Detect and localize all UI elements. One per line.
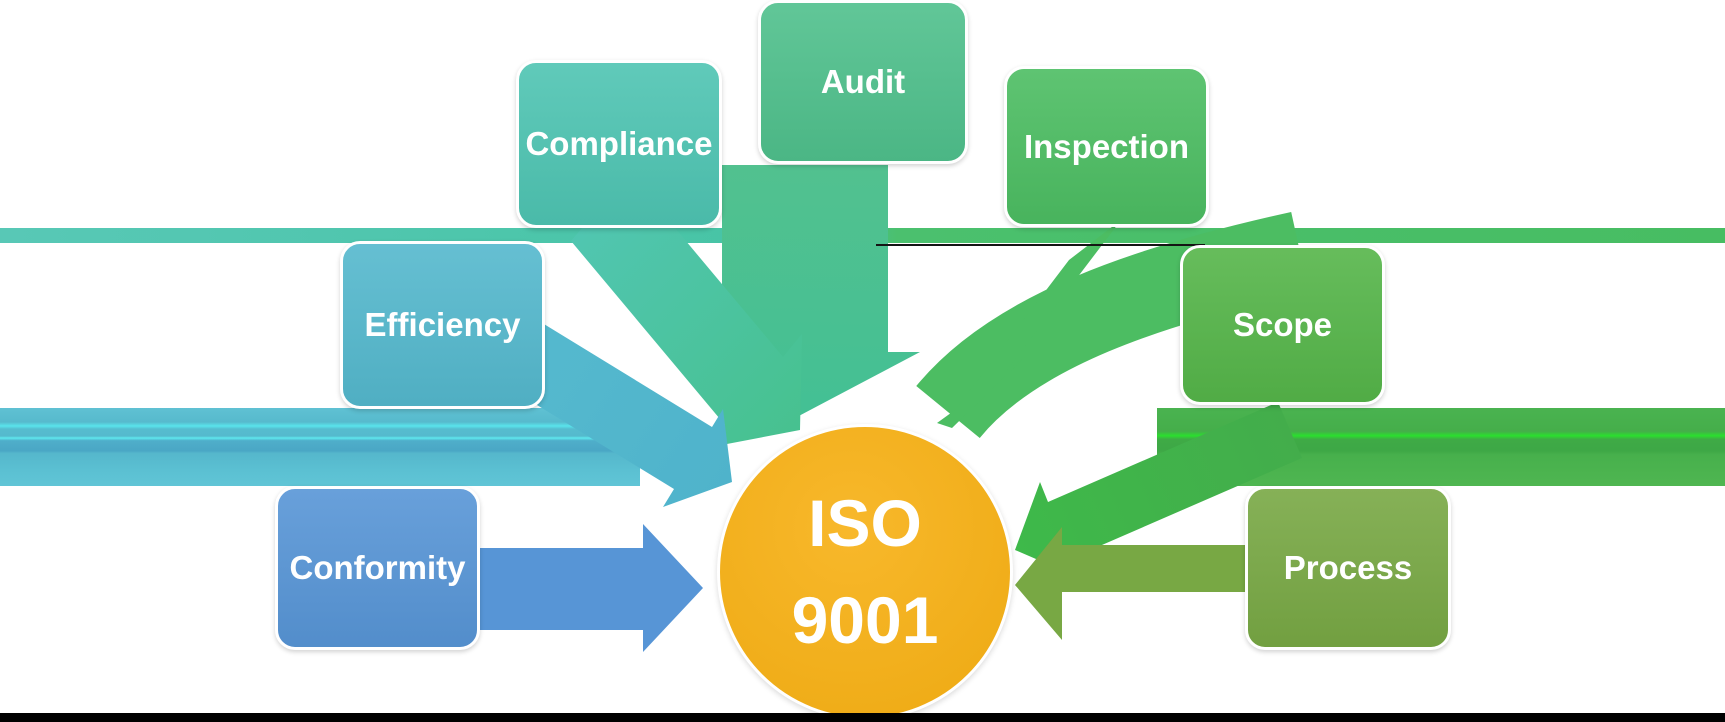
node-efficiency: Efficiency — [340, 241, 545, 409]
node-inspection-label: Inspection — [1023, 127, 1190, 165]
node-efficiency-label: Efficiency — [364, 306, 521, 343]
node-process-label: Process — [1283, 549, 1413, 586]
node-compliance-label: Compliance — [525, 125, 713, 162]
node-process: Process — [1245, 486, 1451, 650]
inspection-arrow — [937, 220, 1121, 428]
node-inspection: Inspection — [1004, 66, 1209, 227]
node-scope: Scope — [1180, 245, 1385, 405]
center-circle-iso-9001: ISO 9001 — [717, 424, 1013, 720]
node-conformity: Conformity — [275, 486, 480, 650]
node-scope-label: Scope — [1232, 306, 1333, 343]
center-label-line1: ISO — [808, 486, 922, 560]
node-audit: Audit — [758, 0, 968, 164]
efficiency-arrow — [501, 321, 732, 507]
center-label-line2: 9001 — [791, 583, 939, 657]
node-conformity-label: Conformity — [289, 549, 466, 586]
conformity-arrow — [445, 524, 703, 652]
efficiency-band-tail — [0, 408, 640, 486]
node-compliance: Compliance — [516, 60, 722, 228]
process-arrow — [1015, 527, 1250, 640]
scope-arrow — [1015, 402, 1302, 578]
compliance-arrow — [571, 173, 802, 448]
node-audit-label: Audit — [820, 63, 906, 100]
bottom-bar — [0, 713, 1725, 722]
